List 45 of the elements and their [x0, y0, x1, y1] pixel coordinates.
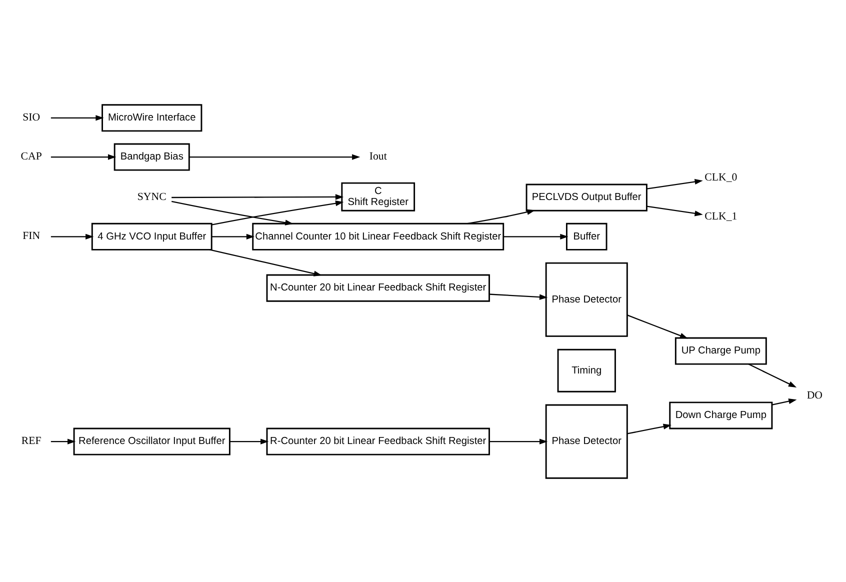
node-text: FIN: [22, 230, 40, 242]
node-box: Buffer: [566, 222, 608, 250]
arrow: [627, 314, 688, 338]
node-box: Phase Detector: [545, 262, 628, 336]
node-box: Phase Detector: [545, 404, 628, 478]
node-box: UP Charge Pump: [674, 336, 767, 364]
arrow: [503, 233, 568, 239]
node-box: Channel Counter 10 bit Linear Feedback Shift Register: [252, 222, 504, 250]
node-box: MicroWire Interface: [102, 104, 202, 132]
node-box: C Shift Register: [341, 182, 416, 211]
arrow: [172, 194, 344, 200]
node-box: Reference Oscillator Input Buffer: [73, 427, 230, 455]
arrow: [646, 178, 703, 189]
arrow: [212, 233, 255, 239]
node-text: CLK_1: [704, 210, 738, 222]
arrow: [646, 205, 703, 216]
node-text: REF: [21, 434, 42, 447]
node-box: Bandgap Bias: [114, 142, 190, 170]
node-text: CAP: [20, 150, 42, 162]
arrow: [50, 233, 94, 239]
node-text: Iout: [369, 150, 387, 162]
arrow: [489, 293, 548, 300]
arrow: [50, 154, 116, 160]
node-box: R-Counter 20 bit Linear Feedback Shift Register: [266, 427, 490, 455]
node-text: SIO: [22, 110, 40, 123]
arrow: [467, 208, 536, 224]
node-text: CLK_0: [704, 171, 738, 184]
arrow: [50, 114, 104, 120]
arrow: [189, 154, 360, 160]
arrow: [230, 438, 269, 444]
node-box: Down Charge Pump: [669, 401, 773, 429]
node-box: PECLVDS Output Buffer: [526, 183, 648, 211]
node-text: DO: [806, 388, 823, 401]
arrow: [489, 438, 548, 444]
arrow: [212, 200, 344, 225]
arrow: [772, 398, 797, 405]
arrow: [50, 438, 76, 444]
node-box: 4 GHz VCO Input Buffer: [91, 222, 212, 250]
node-box: N-Counter 20 bit Linear Feedback Shift Register: [266, 274, 490, 302]
arrow: [748, 363, 797, 387]
node-box: Timing: [557, 348, 616, 392]
arrow: [171, 200, 294, 225]
arrow: [209, 248, 322, 276]
arrow: [627, 423, 672, 434]
node-text: SYNC: [137, 190, 166, 203]
